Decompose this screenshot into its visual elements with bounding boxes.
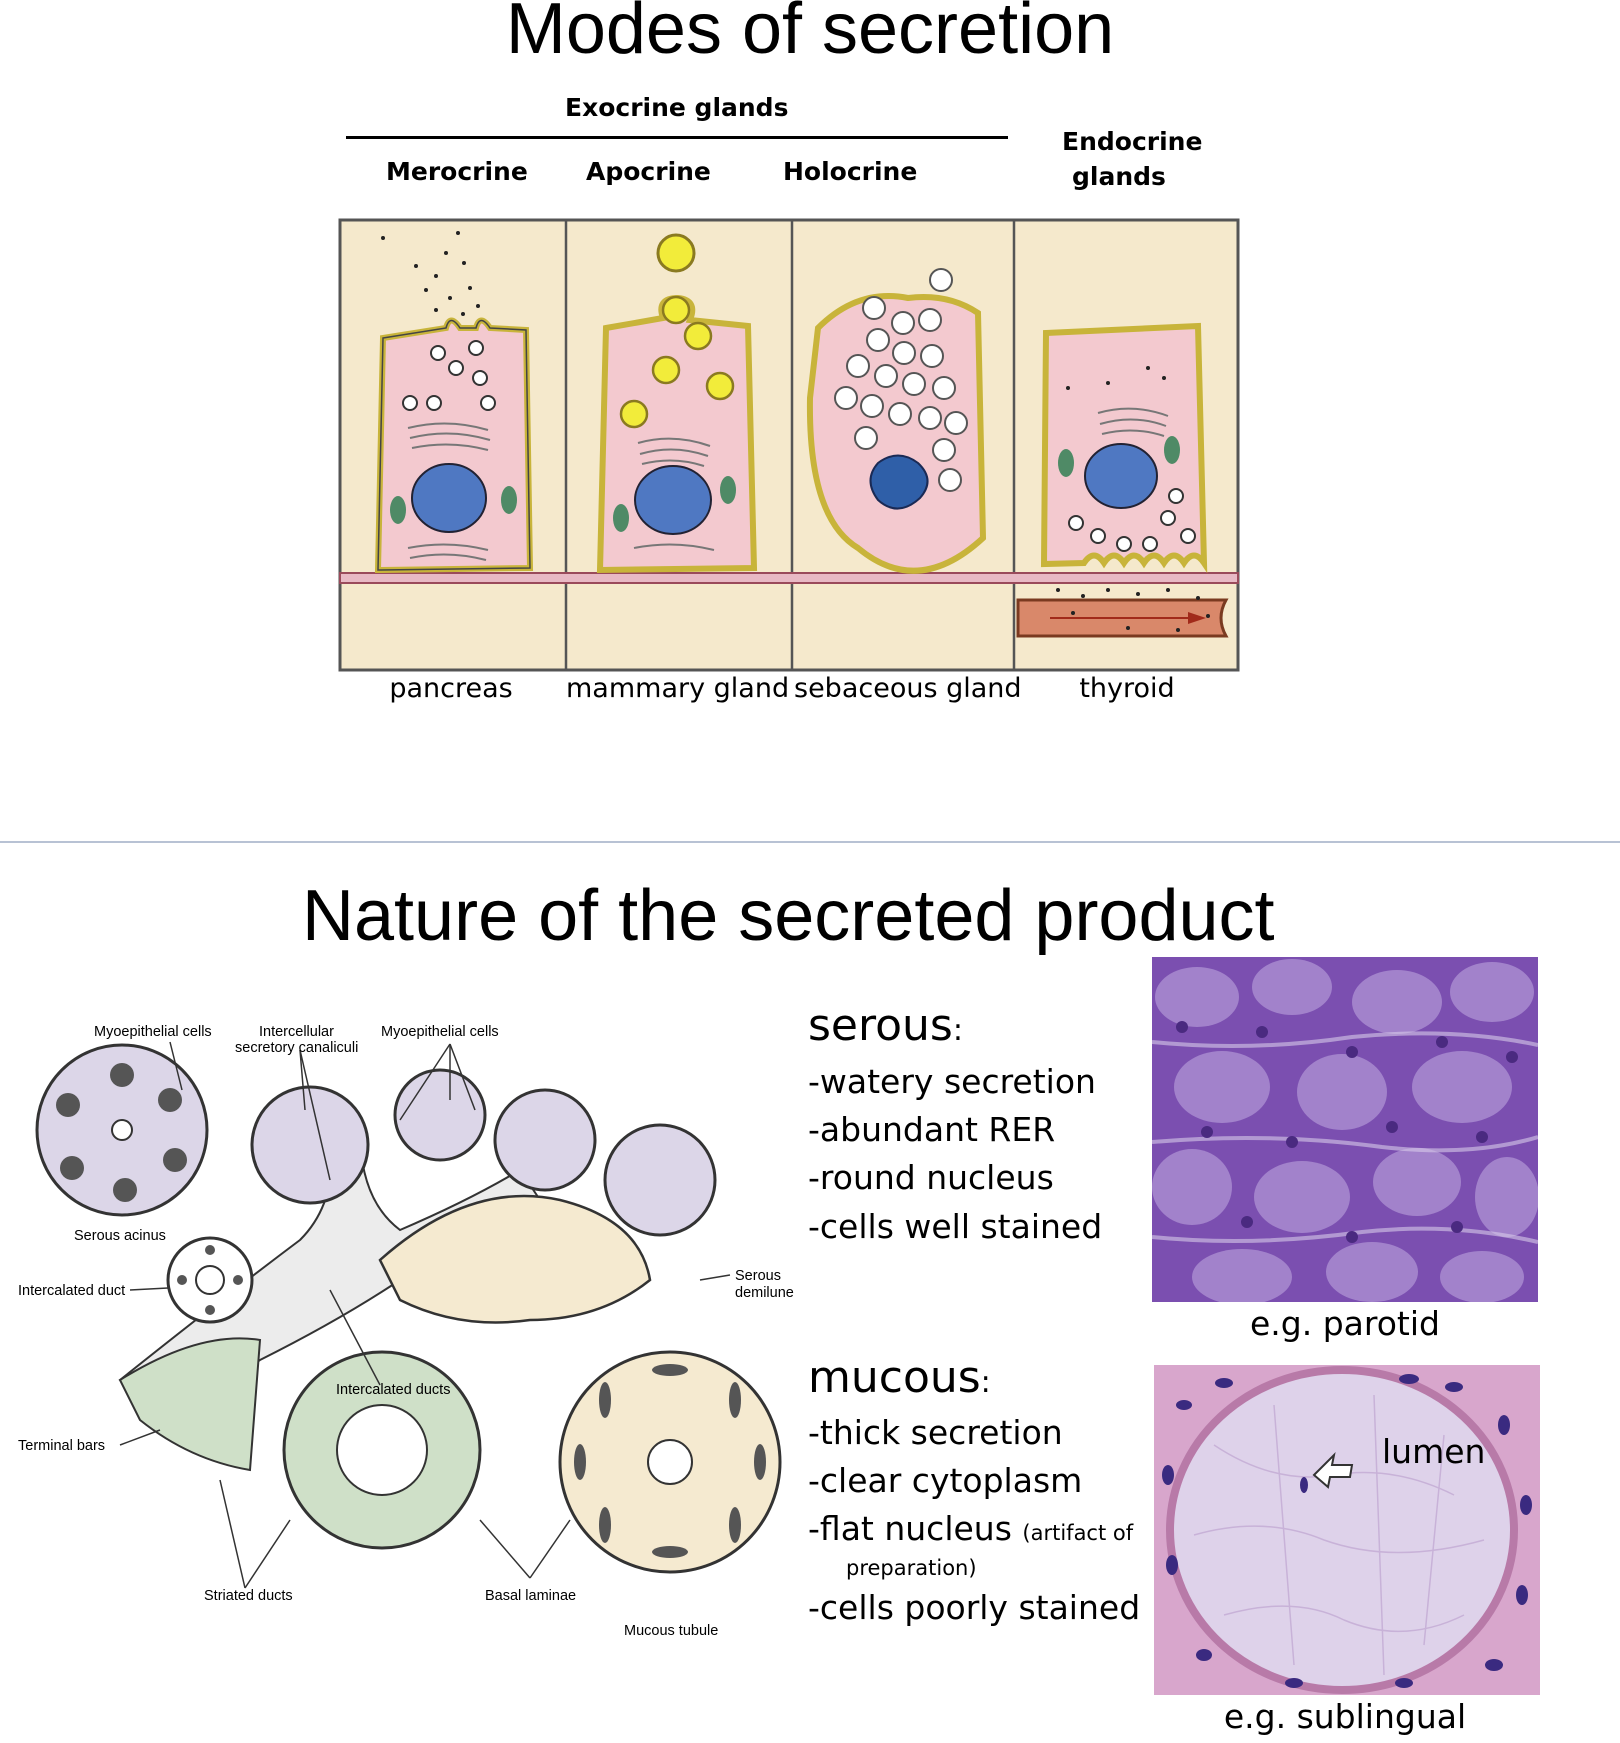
- label-mucous-tubule: Mucous tubule: [624, 1623, 719, 1639]
- label-intercalated-ducts: Intercalated ducts: [336, 1382, 451, 1398]
- endocrine-label-1: Endocrine: [1062, 127, 1203, 156]
- lumen-label: lumen: [1382, 1432, 1486, 1471]
- mucous-item-3-text: -flat nucleus: [808, 1509, 1012, 1548]
- serous-colon: :: [952, 1013, 963, 1048]
- mucous-heading: mucous:: [808, 1352, 991, 1403]
- endocrine-label-2: glands: [1072, 162, 1166, 191]
- slide-divider: [0, 841, 1620, 843]
- label-terminal-bars: Terminal bars: [18, 1438, 106, 1454]
- label-canaliculi-1: Intercellular: [259, 1024, 334, 1040]
- label-serous-demilune-2: demilune: [735, 1285, 794, 1301]
- mode-label-holocrine: Holocrine: [783, 157, 918, 186]
- label-canaliculi-2: secretory canaliculi: [235, 1040, 359, 1056]
- mode-label-merocrine: Merocrine: [386, 157, 528, 186]
- mode-label-apocrine: Apocrine: [586, 157, 711, 186]
- mucous-colon: :: [980, 1365, 991, 1400]
- serous-item-4: -cells well stained: [808, 1207, 1103, 1246]
- slide-title-nature: Nature of the secreted product: [302, 876, 1275, 956]
- mucous-heading-text: mucous: [808, 1352, 981, 1403]
- example-pancreas: pancreas: [389, 673, 513, 704]
- serous-example: e.g. parotid: [1250, 1304, 1440, 1343]
- mucous-note-2: preparation): [846, 1556, 977, 1580]
- slide-title-modes: Modes of secretion: [505, 0, 1115, 69]
- label-intercalated-duct: Intercalated duct: [18, 1283, 126, 1299]
- mucous-micrograph: [1154, 1365, 1540, 1695]
- merocrine-cell: [374, 231, 534, 574]
- serous-micrograph: [1152, 957, 1538, 1302]
- example-mammary-gland: mammary gland: [566, 673, 790, 704]
- label-myoepithelial-right: Myoepithelial cells: [381, 1024, 499, 1040]
- example-sebaceous-gland: sebaceous gland: [794, 673, 1022, 704]
- serous-item-3: -round nucleus: [808, 1158, 1054, 1197]
- label-basal-laminae: Basal laminae: [485, 1588, 577, 1604]
- serous-item-1: -watery secretion: [808, 1062, 1096, 1101]
- mucous-item-3: -flat nucleus (artifact of: [808, 1509, 1133, 1548]
- holocrine-cell: [806, 268, 987, 574]
- serous-heading-text: serous: [808, 1000, 953, 1051]
- mucous-item-2: -clear cytoplasm: [808, 1461, 1083, 1500]
- exocrine-glands-header: Exocrine glands: [565, 93, 789, 122]
- blood-vessel: [1016, 588, 1229, 638]
- mucous-item-1: -thick secretion: [808, 1413, 1063, 1452]
- apocrine-cell: [596, 233, 758, 574]
- mucous-item-4: -cells poorly stained: [808, 1588, 1141, 1627]
- serous-heading: serous:: [808, 1000, 963, 1051]
- label-serous-demilune-1: Serous: [735, 1268, 781, 1284]
- salivary-gland-diagram: [35, 1041, 782, 1589]
- mucous-example: e.g. sublingual: [1223, 1697, 1467, 1736]
- label-striated-ducts: Striated ducts: [204, 1588, 293, 1604]
- label-serous-acinus: Serous acinus: [74, 1228, 166, 1244]
- mucous-note-1: (artifact of: [1022, 1521, 1134, 1545]
- endocrine-cell: [1040, 322, 1208, 574]
- example-thyroid: thyroid: [1079, 673, 1175, 704]
- exocrine-header-rule: [346, 136, 1008, 139]
- serous-item-2: -abundant RER: [808, 1110, 1056, 1149]
- secretion-modes-diagram: [338, 218, 1240, 672]
- label-myoepithelial-left: Myoepithelial cells: [94, 1024, 212, 1040]
